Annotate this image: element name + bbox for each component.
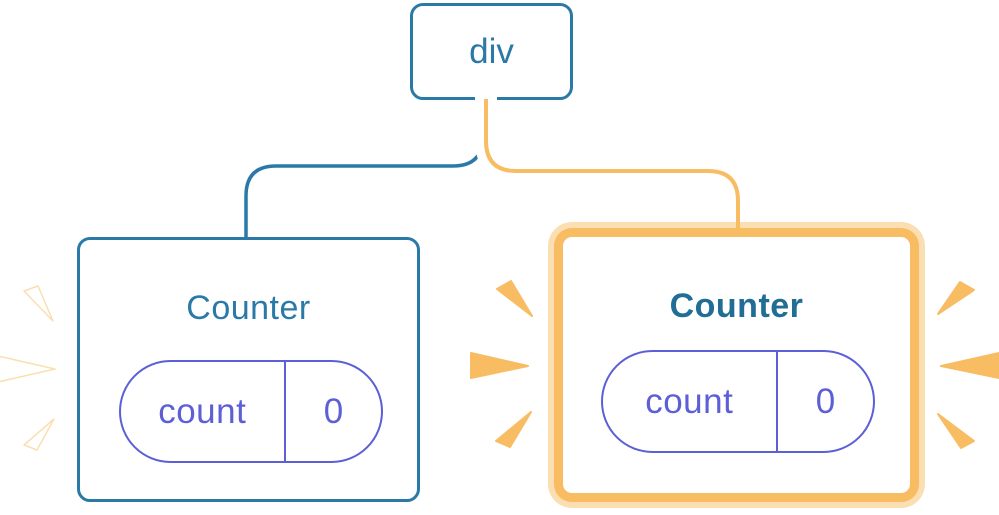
burst-icon [23,418,55,451]
burst-icon [0,355,56,383]
state-pill-left: count 0 [119,360,383,463]
state-pill-right: count 0 [601,350,875,453]
state-pill-divider [283,362,286,461]
burst-icon [940,352,999,379]
root-node-label: div [469,31,514,71]
burst-icon [495,411,532,448]
tree-edge-right-orange [484,99,740,233]
state-pill-divider [775,352,778,451]
counter-card-left: Counter count 0 [77,237,420,502]
state-value-left: 0 [323,391,344,431]
burst-group-left-card [0,285,56,451]
tree-edge-right-outline [475,97,749,220]
counter-title-left: Counter [186,289,311,327]
counter-title-right: Counter [669,287,804,325]
state-key-right: count [645,381,734,421]
root-node-div: div [410,3,573,100]
burst-icon [470,352,529,379]
burst-icon [937,413,975,449]
burst-icon [937,281,975,315]
burst-icon [496,280,533,317]
burst-group-right-card-left [470,280,533,448]
counter-card-right-highlighted: Counter count 0 [554,228,919,502]
state-value-right: 0 [815,381,836,421]
tree-edge-left-blue [244,99,485,239]
burst-icon [23,285,54,322]
burst-group-right-card-right [937,281,999,449]
state-key-left: count [158,391,247,431]
